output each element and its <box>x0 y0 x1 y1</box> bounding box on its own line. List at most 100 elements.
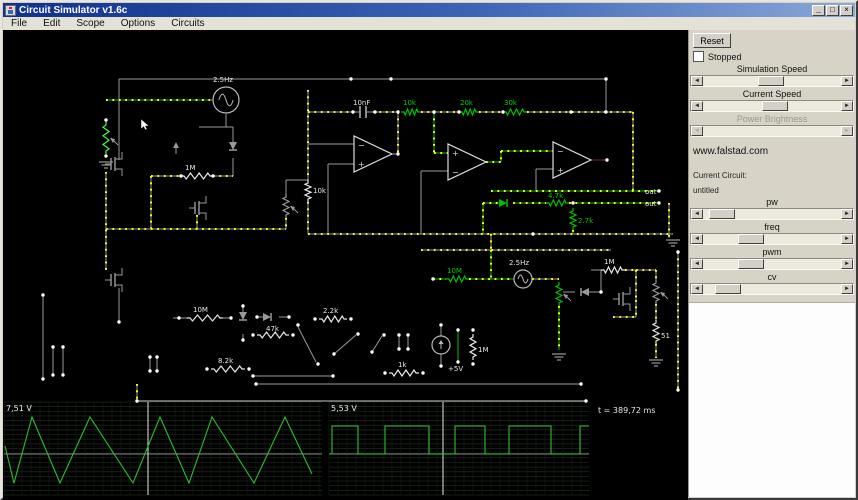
opamp[interactable] <box>447 143 488 181</box>
node-dot[interactable] <box>117 320 121 324</box>
node-dot[interactable] <box>604 110 608 114</box>
titlebar[interactable]: Circuit Simulator v1.6c _ □ × <box>3 3 855 17</box>
scroll-right-arrow[interactable]: ► <box>841 209 853 219</box>
menu-item-options[interactable]: Options <box>120 18 156 29</box>
scroll-left-arrow[interactable]: ◄ <box>691 234 703 244</box>
node-dot[interactable] <box>569 110 573 114</box>
node-dot[interactable] <box>396 152 400 156</box>
slider-thumb[interactable] <box>738 234 765 244</box>
node-dot[interactable] <box>316 362 320 366</box>
node-dot[interactable] <box>599 290 603 294</box>
node-dot[interactable] <box>135 399 139 403</box>
scroll-left-arrow[interactable]: ◄ <box>691 101 703 111</box>
potentiometer[interactable] <box>281 194 291 218</box>
resistor[interactable] <box>187 314 223 322</box>
slider-thumb[interactable] <box>762 101 788 111</box>
resistor[interactable] <box>546 198 569 208</box>
close-button[interactable]: × <box>840 4 853 16</box>
resistor[interactable] <box>401 107 421 117</box>
oscilloscope-panel[interactable]: 7,51 V <box>3 401 322 496</box>
resistor[interactable] <box>303 180 313 202</box>
scroll-right-arrow[interactable]: ► <box>841 76 853 86</box>
node-dot[interactable] <box>584 399 588 403</box>
node-dot[interactable] <box>432 110 436 114</box>
node-dot[interactable] <box>61 345 65 349</box>
node-dot[interactable] <box>657 189 661 193</box>
node-dot[interactable] <box>579 382 583 386</box>
diode[interactable] <box>229 142 237 150</box>
resistor[interactable] <box>257 330 289 340</box>
node-dot[interactable] <box>676 250 680 254</box>
node-dot[interactable] <box>431 277 435 281</box>
resistor[interactable] <box>503 107 527 117</box>
node-dot[interactable] <box>51 373 55 377</box>
checkbox-box[interactable] <box>693 51 704 62</box>
node-dot[interactable] <box>356 332 360 336</box>
node-dot[interactable] <box>605 158 609 162</box>
diode[interactable] <box>239 312 247 320</box>
node-dot[interactable] <box>155 369 159 373</box>
slider-thumb[interactable] <box>738 259 765 269</box>
node-dot[interactable] <box>396 110 400 114</box>
potentiometer[interactable] <box>651 280 661 304</box>
diode[interactable] <box>263 313 271 321</box>
node-dot[interactable] <box>604 77 608 81</box>
scroll-right-arrow[interactable]: ► <box>841 284 853 294</box>
wire[interactable] <box>333 334 357 355</box>
menu-item-scope[interactable]: Scope <box>76 18 105 29</box>
resistor[interactable] <box>211 365 245 373</box>
stopped-checkbox[interactable]: Stopped <box>693 51 855 62</box>
minimize-button[interactable]: _ <box>812 4 825 16</box>
node-dot[interactable] <box>313 317 317 321</box>
diode[interactable] <box>499 199 507 207</box>
resistor[interactable] <box>389 368 419 378</box>
node-dot[interactable] <box>439 323 443 327</box>
node-dot[interactable] <box>571 201 575 205</box>
node-dot[interactable] <box>406 333 410 337</box>
node-dot[interactable] <box>41 293 45 297</box>
resistor[interactable] <box>651 320 661 344</box>
resistor[interactable] <box>601 265 625 275</box>
node-dot[interactable] <box>211 174 215 178</box>
node-dot[interactable] <box>382 333 386 337</box>
node-dot[interactable] <box>51 345 55 349</box>
node-dot[interactable] <box>439 364 443 368</box>
node-dot[interactable] <box>471 328 475 332</box>
resistor[interactable] <box>181 171 213 181</box>
slider-track[interactable]: ◄► <box>690 100 854 112</box>
node-dot[interactable] <box>676 388 680 392</box>
node-dot[interactable] <box>205 367 209 371</box>
node-dot[interactable] <box>251 374 255 378</box>
node-dot[interactable] <box>332 352 336 356</box>
node-dot[interactable] <box>331 374 335 378</box>
node-dot[interactable] <box>254 382 258 386</box>
wire[interactable] <box>297 326 317 363</box>
opamp[interactable] <box>552 141 593 179</box>
node-dot[interactable] <box>457 110 461 114</box>
resistor[interactable] <box>459 107 479 117</box>
node-dot[interactable] <box>351 110 355 114</box>
node-dot[interactable] <box>61 373 65 377</box>
scroll-left-arrow[interactable]: ◄ <box>691 209 703 219</box>
node-dot[interactable] <box>148 355 152 359</box>
node-dot[interactable] <box>287 315 291 319</box>
node-dot[interactable] <box>296 323 300 327</box>
node-dot[interactable] <box>389 77 393 81</box>
node-dot[interactable] <box>148 369 152 373</box>
node-dot[interactable] <box>406 347 410 351</box>
diode[interactable] <box>581 288 589 296</box>
node-dot[interactable] <box>241 338 245 342</box>
node-dot[interactable] <box>501 110 505 114</box>
node-dot[interactable] <box>104 154 108 158</box>
node-dot[interactable] <box>349 317 353 321</box>
scroll-right-arrow[interactable]: ► <box>841 234 853 244</box>
scroll-left-arrow[interactable]: ◄ <box>691 259 703 269</box>
node-dot[interactable] <box>177 316 181 320</box>
potentiometer[interactable] <box>101 122 111 154</box>
slider-track[interactable]: ◄► <box>690 258 854 270</box>
falstad-link[interactable]: www.falstad.com <box>693 146 769 157</box>
node-dot[interactable] <box>657 201 661 205</box>
menu-item-circuits[interactable]: Circuits <box>171 18 205 29</box>
node-dot[interactable] <box>531 232 535 236</box>
